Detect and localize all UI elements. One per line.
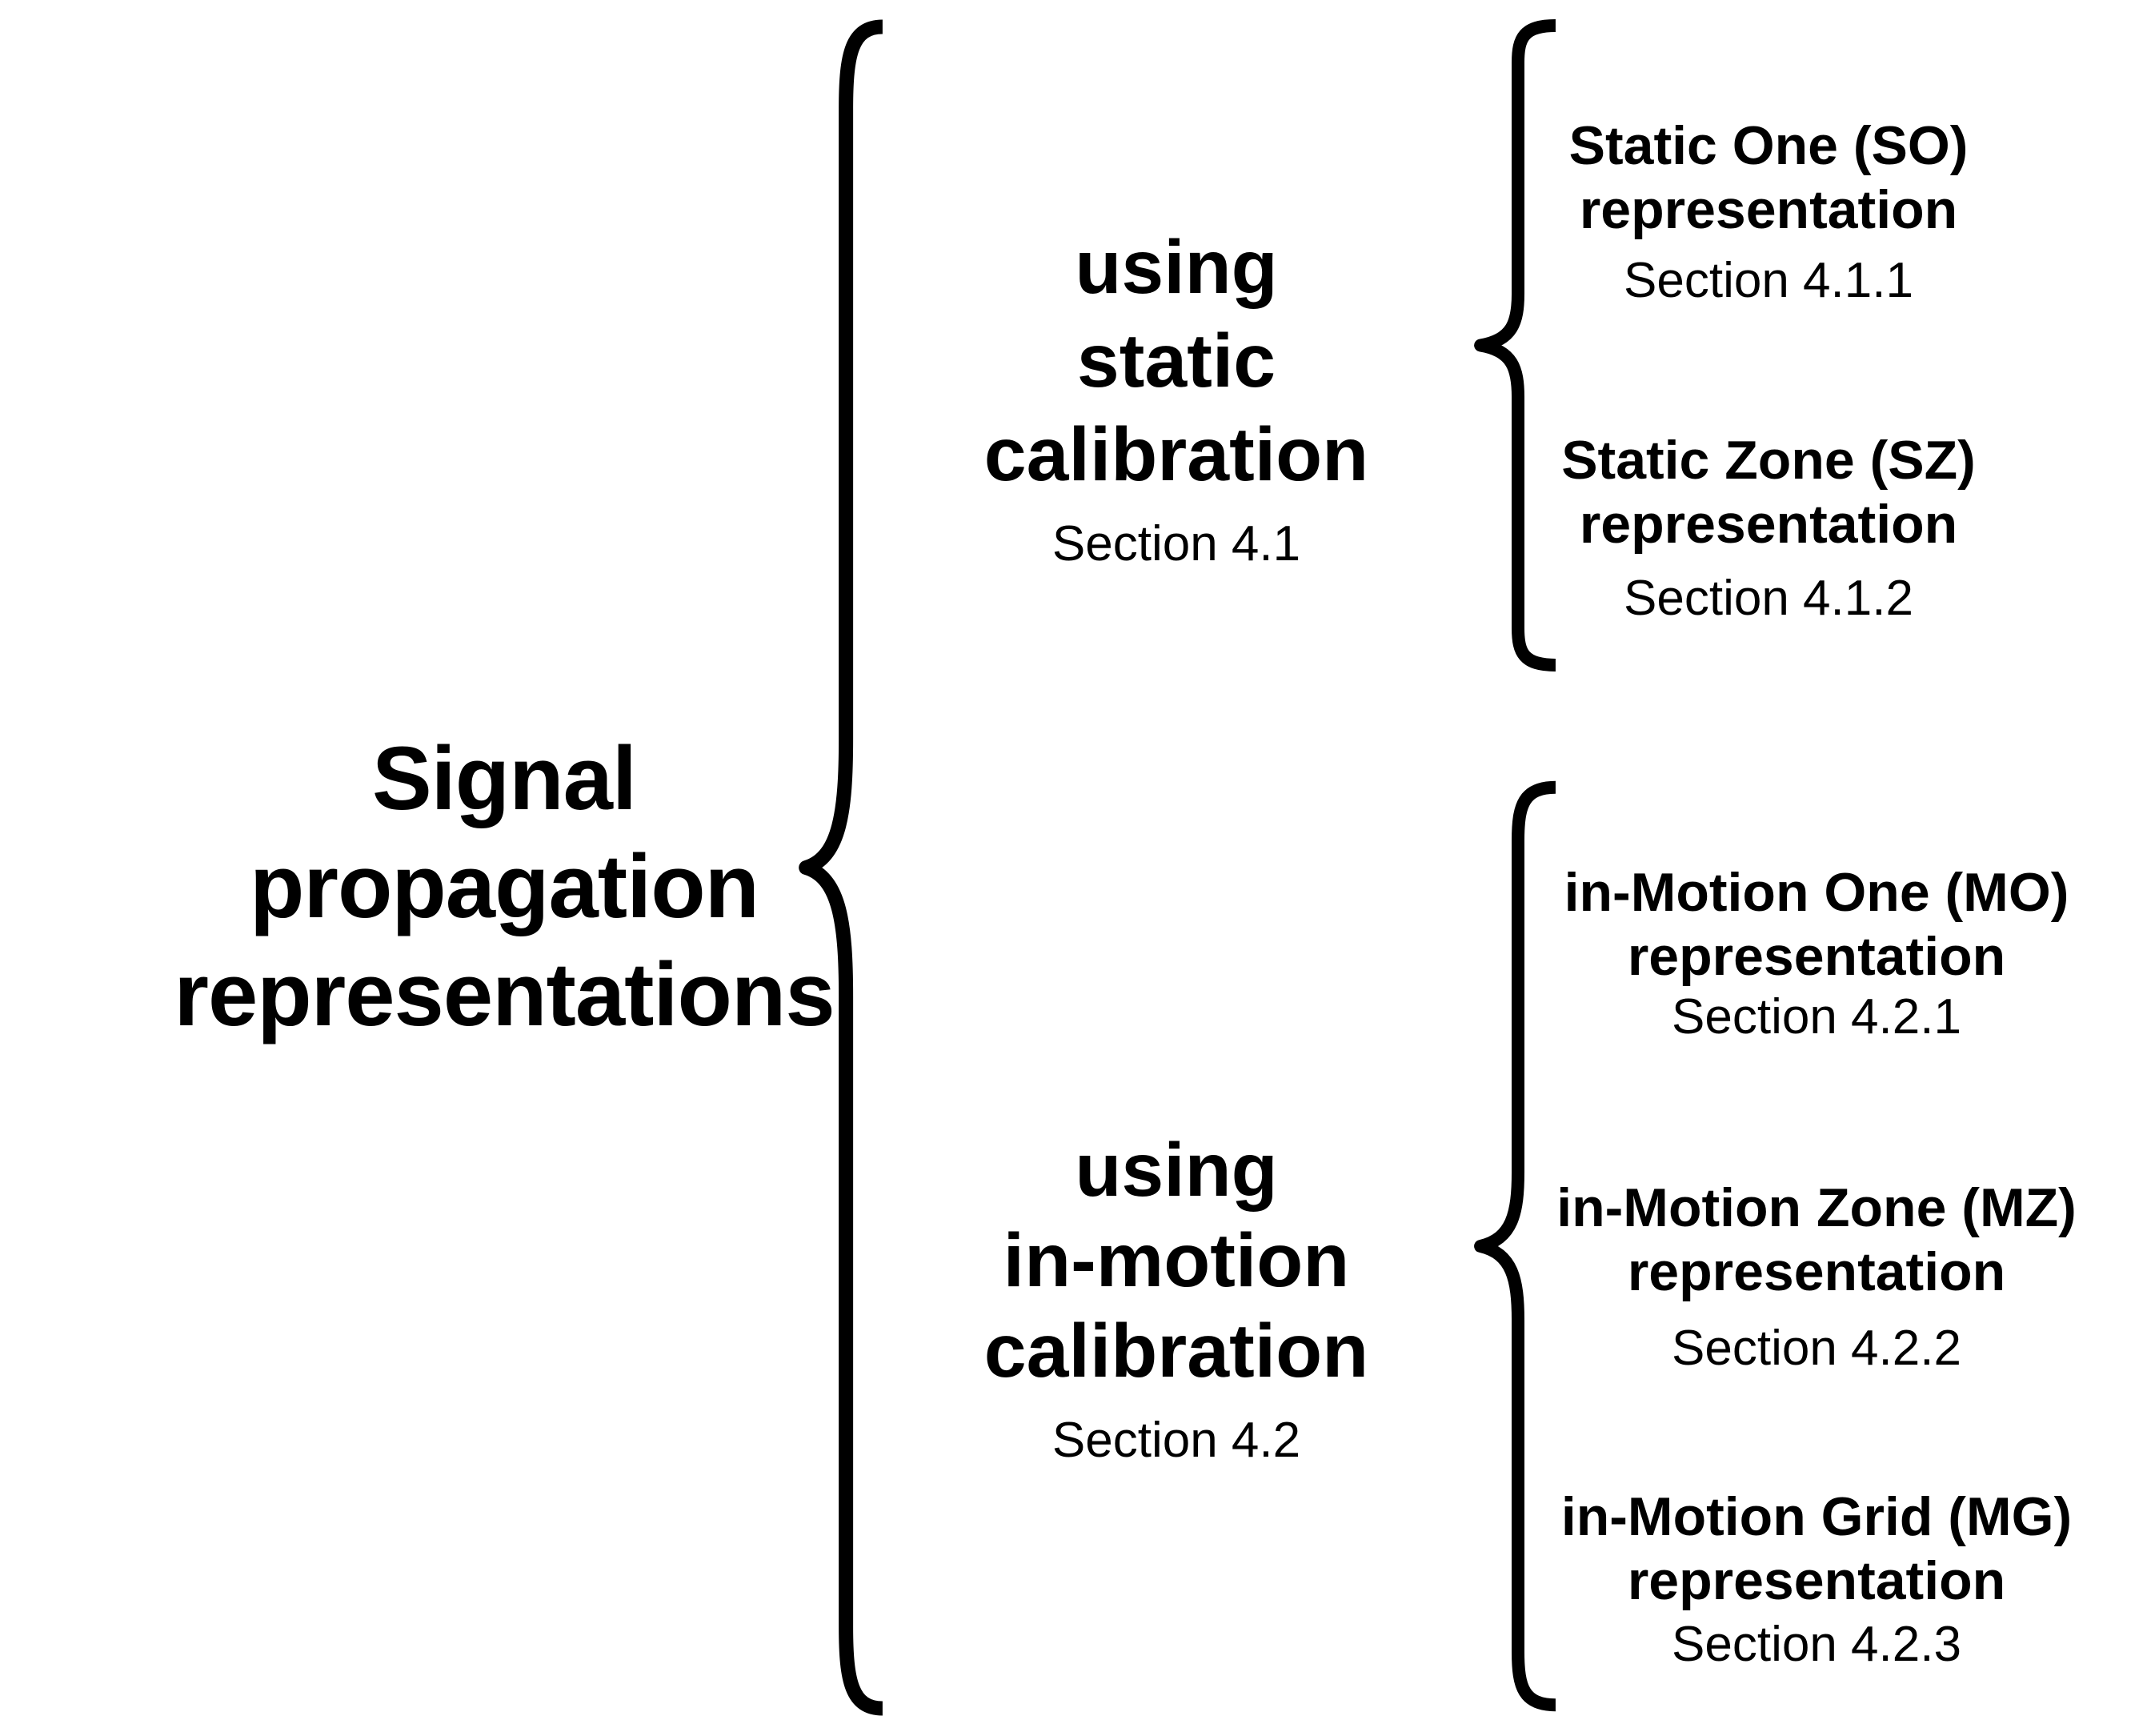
group-static-section: Section 4.1 [1051,516,1301,571]
root-node-label: Signal propagation representations [84,724,924,1048]
leaf-mo-line-1: in-Motion One (MO) [1564,862,2069,923]
root-label-line-1: Signal [371,728,637,828]
group-label-static-calibration: using static calibration [896,221,1456,502]
root-label-line-2: propagation [249,836,759,936]
group-static-line-1: using [1075,225,1278,310]
group-inmotion-line-3: calibration [983,1309,1369,1393]
leaf-mo-line-2: representation [1627,926,2006,987]
leaf-mz-line-2: representation [1627,1241,2006,1302]
leaf-mg-line-1: in-Motion Grid (MG) [1560,1486,2073,1547]
leaf-so-line-2: representation [1579,179,1958,240]
leaf-mz-title: in-Motion Zone (MZ) representation [1520,1176,2113,1304]
group-inmotion-line-1: using [1075,1128,1278,1213]
leaf-mo-title: in-Motion One (MO) representation [1520,860,2113,988]
leaf-mg-line-2: representation [1627,1550,2006,1611]
group-inmotion-line-2: in-motion [1003,1218,1350,1303]
group-label-inmotion-calibration: using in-motion calibration [896,1125,1456,1397]
group-inmotion-section: Section 4.2 [1051,1413,1301,1468]
leaf-mz-section: Section 4.2.2 [1672,1321,1961,1376]
group-static-line-2: static [1076,319,1276,403]
root-label-line-3: representations [174,944,835,1044]
leaf-sz-line-2: representation [1579,494,1958,555]
root-curly-brace-icon [802,20,885,1715]
leaf-sz-title: Static Zone (SZ) representation [1504,428,2033,556]
leaf-so-line-1: Static One (SO) [1568,115,1969,176]
group-static-line-3: calibration [983,412,1369,497]
leaf-mz-line-1: in-Motion Zone (MZ) [1556,1177,2077,1238]
leaf-so-title: Static One (SO) representation [1504,114,2033,242]
leaf-mo-section: Section 4.2.1 [1672,989,1961,1044]
leaf-mg-section: Section 4.2.3 [1672,1617,1961,1672]
leaf-mg-title: in-Motion Grid (MG) representation [1520,1485,2113,1613]
inmotion-group-curly-brace-icon [1476,783,1558,1710]
static-group-curly-brace-icon [1476,22,1558,668]
leaf-so-section: Section 4.1.1 [1624,253,1913,308]
leaf-sz-section: Section 4.1.2 [1624,571,1913,626]
leaf-sz-line-1: Static Zone (SZ) [1561,430,1976,491]
